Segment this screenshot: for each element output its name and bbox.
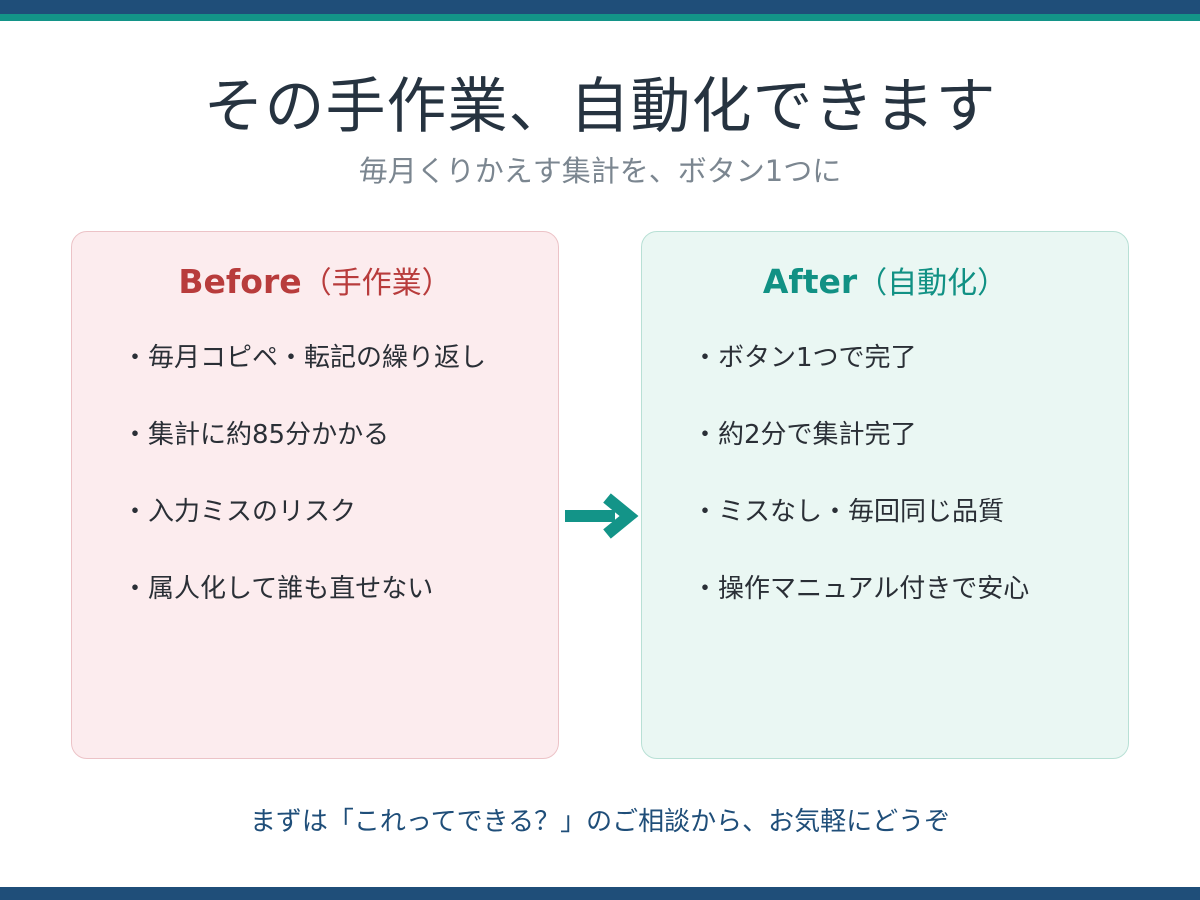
top-bar	[0, 0, 1200, 14]
before-heading-label: Before	[178, 262, 302, 301]
arrow-right-icon	[565, 493, 639, 539]
after-list-item: ・操作マニュアル付きで安心	[692, 574, 1030, 604]
after-list-item: ・ボタン1つで完了	[692, 343, 917, 373]
after-list-item: ・ミスなし・毎回同じ品質	[692, 497, 1005, 527]
page-subtitle: 毎月くりかえす集計を、ボタン1つに	[358, 154, 842, 188]
before-heading-sub: （手作業）	[301, 266, 452, 301]
after-heading: After（自動化）	[642, 260, 1128, 310]
after-heading-label: After	[762, 262, 858, 301]
after-list-item: ・約2分で集計完了	[692, 420, 917, 450]
before-heading: Before（手作業）	[72, 260, 558, 310]
bottom-bar	[0, 887, 1200, 900]
after-heading-sub: （自動化）	[857, 266, 1008, 301]
before-list-item: ・入力ミスのリスク	[122, 497, 357, 527]
before-list: ・毎月コピペ・転記の繰り返し ・集計に約85分かかる ・入力ミスのリスク ・属人…	[122, 340, 486, 648]
top-accent-stripe	[0, 14, 1200, 21]
after-list: ・ボタン1つで完了 ・約2分で集計完了 ・ミスなし・毎回同じ品質 ・操作マニュア…	[692, 340, 1029, 648]
footer-message: まずは「これってできる？」のご相談から、お気軽にどうぞ	[249, 807, 951, 837]
before-list-item: ・毎月コピペ・転記の繰り返し	[122, 343, 487, 373]
page-title: その手作業、自動化できます	[203, 72, 997, 142]
before-list-item: ・属人化して誰も直せない	[122, 574, 434, 604]
before-card: Before（手作業） ・毎月コピペ・転記の繰り返し ・集計に約85分かかる ・…	[71, 231, 559, 759]
before-list-item: ・集計に約85分かかる	[122, 420, 390, 450]
after-card: After（自動化） ・ボタン1つで完了 ・約2分で集計完了 ・ミスなし・毎回同…	[641, 231, 1129, 759]
